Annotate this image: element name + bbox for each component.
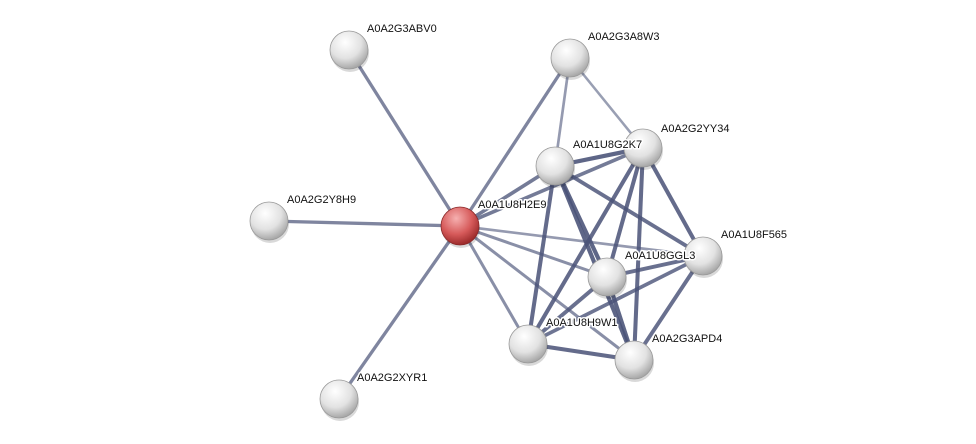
node-label: A0A2G2XYR1: [357, 372, 427, 384]
node-circle[interactable]: [587, 257, 627, 297]
edge-A0A1U8H2E9-A0A1U8GGL3[interactable]: [459, 224, 608, 279]
node-label: A0A1U8H9W1: [546, 317, 618, 329]
node-A0A2G3ABV0[interactable]: A0A2G3ABV0: [329, 22, 438, 72]
node-A0A2G2Y8H9[interactable]: A0A2G2Y8H9: [249, 193, 358, 243]
node-label: A0A2G3APD4: [652, 333, 722, 345]
edge-A0A2G2YY34-A0A1U8GGL3[interactable]: [605, 147, 645, 278]
edge-A0A2G2YY34-A0A1U8F565[interactable]: [641, 147, 705, 257]
edge-A0A1U8G2K7-A0A1U8F565[interactable]: [553, 164, 705, 258]
node-label: A0A2G2YY34: [661, 123, 730, 135]
node-A0A2G3A8W3[interactable]: A0A2G3A8W3: [550, 30, 661, 80]
edge-A0A1U8H2E9-A0A2G2Y8H9[interactable]: [268, 219, 461, 228]
node-label: A0A2G3A8W3: [588, 31, 660, 43]
node-circle[interactable]: [623, 128, 663, 168]
node-A0A2G3APD4[interactable]: A0A2G3APD4: [614, 332, 724, 382]
node-A0A2G2XYR1[interactable]: A0A2G2XYR1: [319, 371, 429, 421]
node-A0A1U8G2K7[interactable]: A0A1U8G2K7: [535, 138, 644, 188]
node-A0A1U8H2E9[interactable]: A0A1U8H2E9: [440, 198, 548, 248]
node-circle[interactable]: [249, 201, 289, 241]
node-label: A0A2G3ABV0: [367, 23, 437, 35]
node-label: A0A1U8F565: [721, 229, 787, 241]
node-circle[interactable]: [550, 38, 590, 78]
node-label: A0A1U8GGL3: [625, 250, 695, 262]
edge-A0A1U8G2K7-A0A1U8H9W1[interactable]: [525, 165, 558, 345]
edge-A0A1U8F565-A0A2G3APD4[interactable]: [632, 254, 705, 362]
node-A0A1U8F565[interactable]: A0A1U8F565: [683, 228, 789, 278]
edge-A0A1U8H2E9-A0A2G3APD4[interactable]: [459, 224, 635, 362]
edge-A0A1U8H2E9-A0A1U8F565[interactable]: [459, 224, 704, 258]
node-circle[interactable]: [319, 379, 359, 419]
edge-A0A1U8H2E9-A0A2G2XYR1[interactable]: [337, 225, 462, 400]
node-A0A1U8H9W1[interactable]: A0A1U8H9W1: [508, 316, 619, 366]
node-label: A0A1U8H2E9: [478, 199, 547, 211]
node-label: A0A2G2Y8H9: [287, 194, 356, 206]
edge-A0A1U8F565-A0A1U8H9W1[interactable]: [527, 254, 704, 346]
edge-A0A1U8H2E9-A0A2G3A8W3[interactable]: [458, 57, 572, 227]
query-node-circle[interactable]: [440, 206, 480, 246]
node-label: A0A1U8G2K7: [573, 139, 642, 151]
node-circle[interactable]: [535, 146, 575, 186]
nodes-layer: A0A2G3ABV0A0A2G3A8W3A0A2G2YY34A0A1U8G2K7…: [249, 22, 789, 421]
node-circle[interactable]: [329, 30, 369, 70]
edge-A0A2G2YY34-A0A2G3APD4[interactable]: [631, 147, 646, 361]
edge-A0A2G2YY34-A0A1U8H9W1[interactable]: [526, 146, 645, 346]
node-circle[interactable]: [508, 324, 548, 364]
node-A0A1U8GGL3[interactable]: A0A1U8GGL3: [587, 249, 697, 299]
node-A0A2G2YY34[interactable]: A0A2G2YY34: [623, 122, 731, 170]
edge-A0A1U8H2E9-A0A1U8H9W1[interactable]: [458, 225, 530, 345]
node-circle[interactable]: [614, 340, 654, 380]
edge-A0A1U8H2E9-A0A2G3ABV0[interactable]: [347, 49, 462, 227]
node-circle[interactable]: [683, 236, 723, 276]
